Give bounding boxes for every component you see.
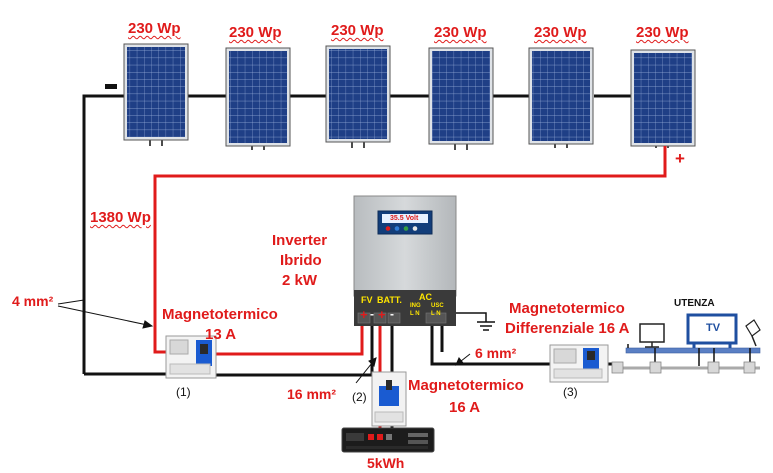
panel-rating-label: 230 Wp	[331, 22, 384, 39]
solar-panel	[428, 47, 494, 145]
string-cable-label: 4 mm²	[12, 293, 54, 309]
inverter-display-text: 35.5 Volt	[390, 215, 419, 222]
breaker-3	[549, 344, 609, 383]
panel-rating-label: 230 Wp	[434, 24, 487, 41]
terminal-batt-label: BATT.	[377, 295, 402, 305]
solar-panel	[528, 47, 594, 145]
breaker-3-title-line1: Magnetotermico	[509, 300, 625, 317]
breaker-1	[165, 335, 217, 379]
terminal-ln-out-label: L N	[431, 311, 441, 317]
inverter-title-line2: Ibrido	[280, 252, 322, 269]
breaker-1-title: Magnetotermico	[162, 306, 278, 323]
solar-panel	[123, 43, 189, 141]
solar-panels	[123, 43, 696, 147]
solar-panel	[325, 45, 391, 143]
terminal-ac-label: AC	[419, 292, 432, 302]
ground-symbol	[456, 312, 495, 331]
tv-icon	[686, 313, 738, 348]
breaker-2-rating: 16 A	[449, 399, 481, 416]
breaker-2-title: Magnetotermico	[408, 377, 524, 394]
positive-terminal-marker: +	[675, 149, 685, 168]
panel-rating-label: 230 Wp	[229, 24, 282, 41]
breaker-1-rating: 13 A	[205, 326, 237, 343]
inverter-title-line1: Inverter	[272, 232, 328, 249]
breaker-3-cable-label: 6 mm²	[475, 345, 517, 361]
breaker-2-tag: (2)	[352, 390, 367, 404]
annotation-pointers	[57, 299, 471, 384]
lamp-icon	[745, 319, 761, 347]
string-power-label: 1380 Wp	[90, 209, 151, 226]
terminal-ing-label: ING	[410, 303, 421, 309]
fv-plus-sign: +	[360, 307, 368, 322]
breaker-2-cable-label: 16 mm²	[287, 386, 337, 402]
monitor-icon	[639, 323, 665, 348]
panel-rating-label: 230 Wp	[636, 24, 689, 41]
tv-label: TV	[706, 322, 721, 334]
terminal-fv-label: FV	[361, 295, 373, 305]
terminal-ln-in-label: L N	[410, 311, 420, 317]
panel-rating-label: 230 Wp	[534, 24, 587, 41]
load-distribution	[611, 313, 761, 374]
return-and-ac-wiring	[84, 326, 615, 430]
breaker-3-title-line2: Differenziale 16 A	[505, 320, 630, 337]
solar-panel	[225, 47, 291, 147]
negative-terminal-marker	[105, 84, 117, 89]
battery-capacity-label: 5kWh	[367, 455, 405, 471]
breaker-3-tag: (3)	[563, 385, 578, 399]
string-wiring	[82, 94, 633, 374]
load-title: UTENZA	[674, 298, 715, 309]
battery	[341, 427, 435, 453]
fv-minus-sign: -	[370, 307, 374, 321]
batt-minus-sign: -	[390, 307, 394, 321]
panel-rating-label: 230 Wp	[128, 20, 181, 37]
inverter-title-line3: 2 kW	[282, 272, 318, 289]
batt-plus-sign: +	[378, 307, 386, 322]
hybrid-inverter	[353, 195, 457, 326]
terminal-usc-label: USC	[431, 303, 444, 309]
breaker-2	[371, 371, 407, 427]
breaker-1-tag: (1)	[176, 385, 191, 399]
solar-panel	[630, 49, 696, 147]
